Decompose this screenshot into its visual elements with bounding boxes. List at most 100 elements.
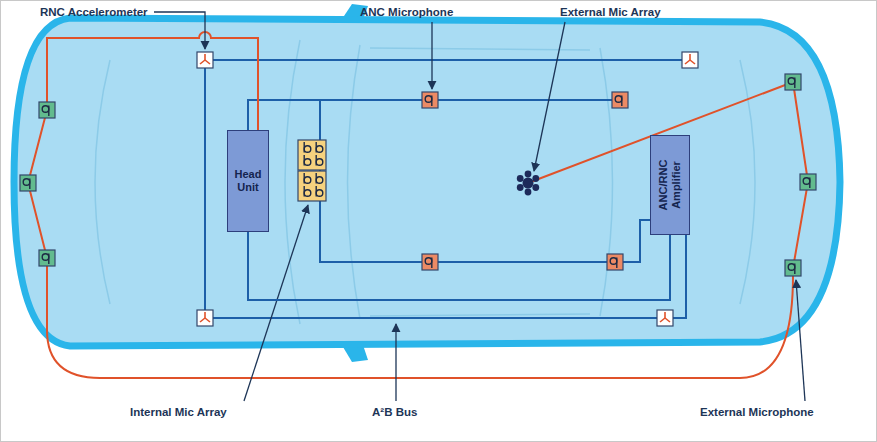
mic-symbol: [304, 177, 311, 184]
mic-symbol: [316, 155, 317, 166]
accelerometer-box: [197, 52, 213, 68]
callout-label: A²B Bus: [372, 405, 417, 419]
mic-symbol: [803, 178, 810, 185]
mic-array-dot: [523, 178, 534, 189]
internal-mic-array-box: [298, 140, 326, 170]
internal-mic-array-box: [298, 171, 326, 201]
mic-symbol: [304, 173, 305, 184]
mic-symbol: [42, 106, 49, 113]
mic-symbol: [621, 96, 622, 107]
mic-symbol: [304, 146, 311, 153]
accelerometer-symbol: [200, 60, 205, 64]
accelerometer-symbol: [200, 318, 205, 322]
mic-symbol: [794, 78, 795, 89]
external-microphone-box: [39, 102, 55, 118]
accelerometer-symbol: [690, 60, 695, 64]
anc-microphone-box: [612, 92, 628, 108]
mic-array-dot: [517, 175, 524, 182]
mic-symbol: [304, 159, 311, 166]
mic-wire: [47, 32, 258, 130]
node-label: Head Unit: [231, 168, 265, 194]
mic-symbol: [316, 146, 323, 153]
mic-symbol: [425, 96, 432, 103]
node-label: ANC/RNC Amplifier: [657, 139, 683, 231]
accelerometer-symbol: [664, 312, 666, 318]
mic-symbol: [48, 254, 49, 265]
mic-symbol: [29, 179, 30, 190]
mic-array-dot: [525, 189, 532, 196]
amplifier-box: ANC/RNC Amplifier: [650, 135, 690, 235]
a2b-bus-connector: [248, 232, 670, 300]
accelerometer-symbol: [205, 60, 210, 64]
mic-symbol: [615, 96, 622, 103]
hood-line: [95, 60, 110, 304]
bus-wire: [205, 59, 690, 61]
accelerometer-symbol: [204, 54, 206, 60]
external-microphone-box: [39, 250, 55, 266]
mic-symbol: [304, 142, 305, 153]
mic-symbol: [809, 178, 810, 189]
mic-symbol: [48, 106, 49, 117]
leader-arrow: [395, 324, 396, 401]
callout-label: ANC Microphone: [360, 5, 453, 19]
callout-label: External Microphone: [700, 405, 814, 419]
bus-wire: [320, 100, 650, 262]
mic-symbol: [316, 159, 323, 166]
callout-label: RNC Accelerometer: [40, 5, 148, 19]
mic-symbol: [316, 142, 317, 153]
dash-line: [348, 45, 361, 319]
accelerometer-box: [657, 310, 673, 326]
mic-array-dot: [517, 184, 524, 191]
mic-symbol: [788, 78, 795, 85]
mic-symbol: [304, 155, 305, 166]
leader-arrow: [796, 280, 805, 401]
mic-array-dot: [532, 175, 539, 182]
accelerometer-symbol: [689, 54, 691, 60]
external-microphone-box: [785, 74, 801, 90]
leader-arrow: [534, 22, 565, 171]
accelerometer-symbol: [685, 60, 690, 64]
accelerometer-box: [197, 310, 213, 326]
mic-symbol: [316, 177, 323, 184]
mic-symbol: [788, 264, 795, 271]
anc-microphone-box: [422, 254, 438, 270]
mic-symbol: [431, 258, 432, 269]
accelerometer-symbol: [205, 318, 210, 322]
accelerometer-symbol: [204, 312, 206, 318]
mic-wire: [47, 266, 793, 378]
leader-arrow: [244, 205, 308, 401]
external-microphone-box: [785, 260, 801, 276]
callout-label: External Mic Array: [560, 5, 661, 19]
mic-array-dot: [525, 171, 532, 178]
accelerometer-symbol: [665, 318, 670, 322]
mic-symbol: [23, 179, 30, 186]
mic-symbol: [316, 173, 317, 184]
mic-array-dot: [532, 184, 539, 191]
accelerometer-box: [682, 52, 698, 68]
anc-microphone-box: [607, 254, 623, 270]
mic-symbol: [42, 254, 49, 261]
head-unit-box: Head Unit: [227, 130, 269, 232]
callout-label: Internal Mic Array: [130, 405, 227, 419]
mic-symbol: [616, 258, 617, 269]
external-microphone-box: [20, 175, 36, 191]
rear-window-line: [600, 48, 613, 316]
mic-symbol: [425, 258, 432, 265]
accelerometer-symbol: [660, 318, 665, 322]
external-microphone-box: [800, 174, 816, 190]
anc-microphone-box: [422, 92, 438, 108]
roof-line: [370, 48, 590, 316]
bus-wire: [205, 60, 665, 318]
leader-arrow: [431, 22, 432, 89]
mic-symbol: [304, 190, 311, 197]
mic-symbol: [794, 264, 795, 275]
car-body: [14, 18, 840, 346]
mic-symbol: [304, 186, 305, 197]
bus-wire: [673, 235, 686, 318]
leader-arrow: [154, 12, 205, 49]
mic-symbol: [316, 186, 317, 197]
mic-symbol: [316, 190, 323, 197]
